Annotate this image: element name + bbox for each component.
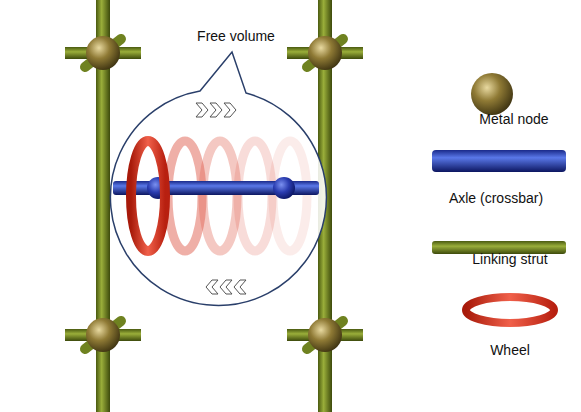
legend-label: Wheel	[490, 342, 530, 359]
free-volume-callout	[110, 52, 326, 305]
legend-label: Linking strut	[472, 251, 547, 268]
metal-nodes	[65, 36, 363, 352]
callout-label: Free volume	[197, 28, 275, 45]
legend-label: Metal node	[479, 111, 548, 128]
legend-samples	[432, 73, 566, 323]
wheel-positions	[168, 141, 307, 251]
wheel	[131, 141, 165, 251]
axle-stopper	[273, 177, 295, 199]
legend-label: Axle (crossbar)	[449, 190, 543, 207]
